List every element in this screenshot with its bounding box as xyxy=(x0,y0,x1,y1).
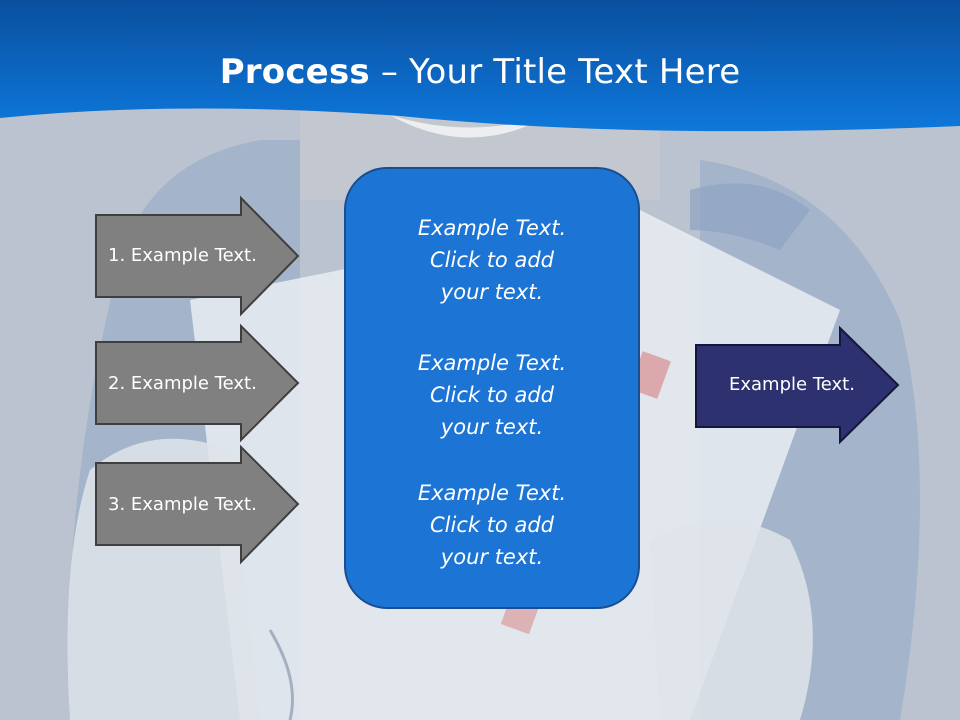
block-2-line-2: Click to add xyxy=(429,383,554,407)
block-1-line-3: your text. xyxy=(440,280,544,304)
header-band xyxy=(0,0,960,132)
title-bold: Process xyxy=(219,52,370,92)
center-box xyxy=(344,167,640,609)
left-arrow-2 xyxy=(95,323,300,443)
slide-title: Process – Your Title Text Here xyxy=(0,52,960,92)
title-rest: – Your Title Text Here xyxy=(369,52,741,92)
right-arrow-label: Example Text. xyxy=(729,374,855,395)
block-1-line-2: Click to add xyxy=(429,248,554,272)
left-arrow-3-label: 3. Example Text. xyxy=(108,494,257,515)
center-box-block-2: Example Text. Click to add your text. xyxy=(345,347,639,443)
left-arrow-1 xyxy=(95,195,300,317)
block-3-line-3: your text. xyxy=(440,545,544,569)
center-box-block-3: Example Text. Click to add your text. xyxy=(345,477,639,573)
block-3-line-1: Example Text. xyxy=(417,481,567,505)
left-arrow-1-label: 1. Example Text. xyxy=(108,245,257,266)
block-2-line-1: Example Text. xyxy=(417,351,567,375)
left-arrow-2-label: 2. Example Text. xyxy=(108,373,257,394)
block-3-line-2: Click to add xyxy=(429,513,554,537)
left-arrow-3 xyxy=(95,444,300,565)
right-arrow xyxy=(695,325,900,445)
block-1-line-1: Example Text. xyxy=(417,216,567,240)
block-2-line-3: your text. xyxy=(440,415,544,439)
center-box-block-1: Example Text. Click to add your text. xyxy=(345,212,639,308)
